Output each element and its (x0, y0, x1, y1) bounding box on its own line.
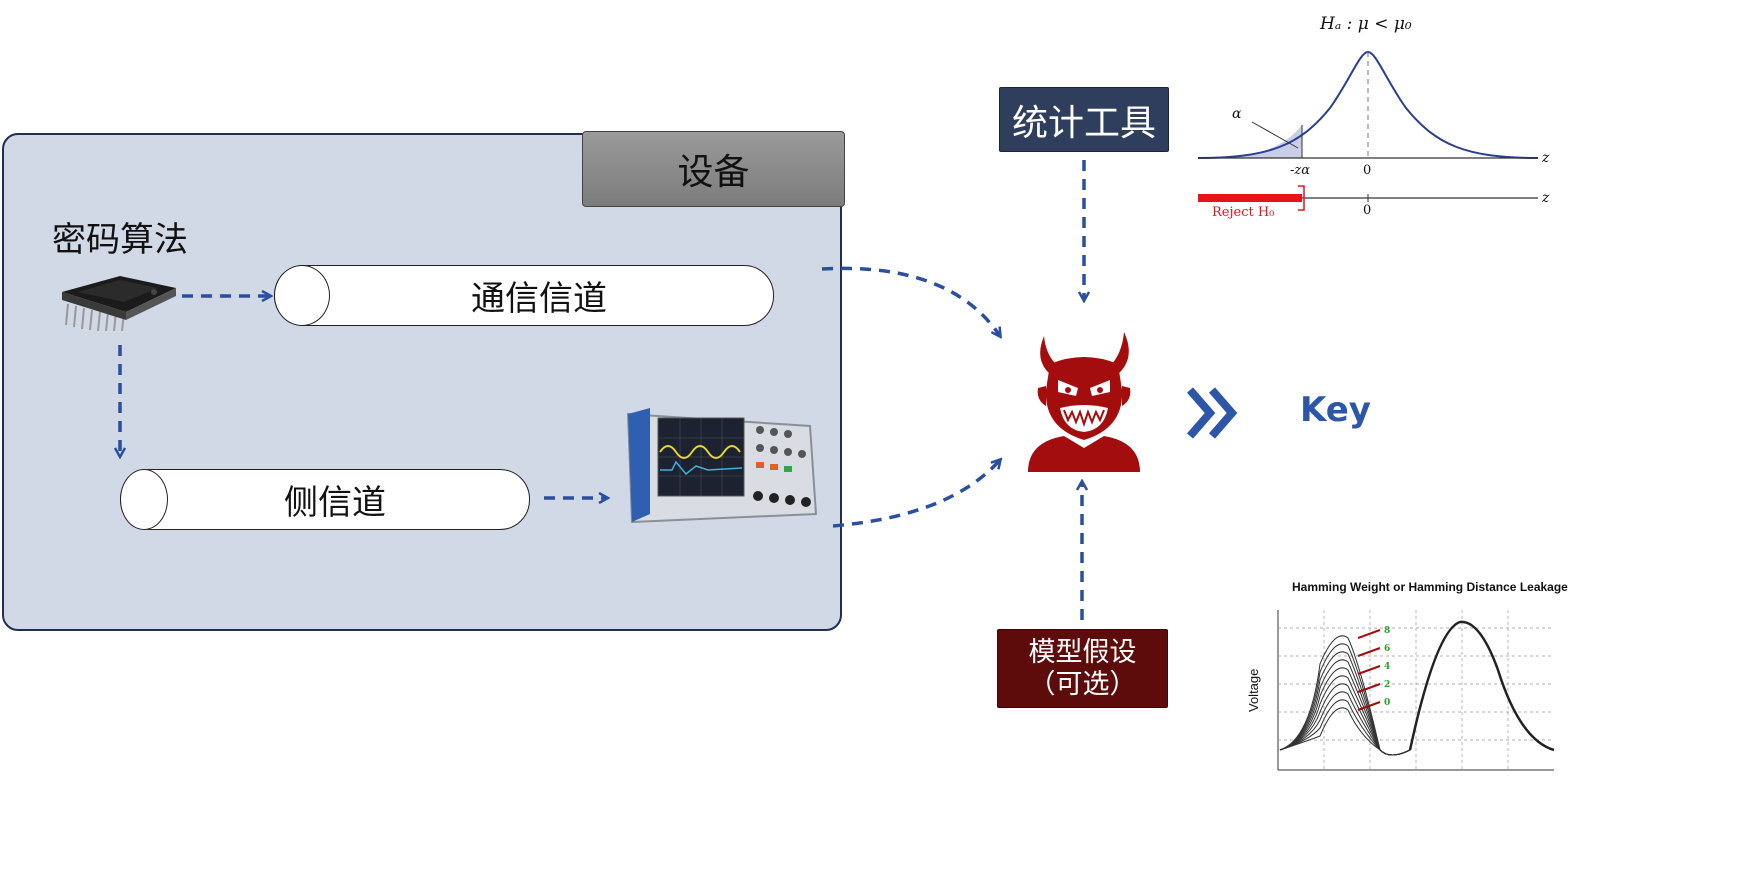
leakage-trace (1279, 683, 1411, 756)
leakage-trace (1279, 707, 1411, 756)
hamming-leakage-chart: Voltage 8 6 4 2 0 (1246, 610, 1555, 771)
crypto-algorithm-label: 密码算法 (52, 220, 188, 260)
device-container (2, 133, 842, 631)
communication-channel-pipe: 通信信道 (274, 265, 774, 326)
hw-value-label: 4 (1384, 662, 1390, 672)
comm-to-attacker-arrow (821, 266, 1000, 336)
model-assumption-box: 模型假设 （可选） (997, 629, 1168, 708)
voltage-axis-label: Voltage (1246, 669, 1261, 712)
zero-top-label: 0 (1363, 163, 1371, 178)
hw-value-label: 8 (1384, 626, 1390, 636)
pipe-end-cap (274, 265, 330, 326)
device-title: 设备 (582, 131, 845, 207)
hw-arrow (1357, 683, 1381, 693)
model-assumption-label: 模型假设 (1028, 636, 1137, 668)
hypothesis-chart-title: Hₐ : μ < μ₀ (1320, 14, 1412, 34)
leakage-chart-title: Hamming Weight or Hamming Distance Leaka… (1292, 580, 1568, 594)
pipe-end-cap (120, 469, 168, 530)
side-channel-pipe: 侧信道 (120, 469, 530, 530)
hw-arrow (1357, 629, 1381, 639)
hw-arrow (1357, 665, 1381, 675)
zero-bottom-label: 0 (1363, 203, 1371, 218)
cpu-chip-icon (62, 276, 176, 332)
z-bottom-label: z (1541, 190, 1550, 206)
statistics-tool-box: 统计工具 (999, 87, 1169, 152)
double-chevron-right-icon (1186, 387, 1238, 439)
neg-z-alpha-label: -zα (1290, 163, 1310, 178)
hw-value-label: 2 (1384, 680, 1390, 690)
side-channel-label: 侧信道 (284, 483, 386, 523)
model-optional-label: （可选） (1028, 668, 1137, 700)
rejection-region-fill (1198, 125, 1302, 158)
leakage-trace (1279, 691, 1411, 756)
z-top-label: z (1541, 150, 1550, 166)
oscilloscope-icon (626, 408, 818, 524)
hypothesis-test-chart: α -zα 0 z Reject H₀ 0 z (1197, 50, 1550, 220)
scope-to-attacker-arrow (832, 460, 1000, 528)
reject-label: Reject H₀ (1212, 205, 1274, 220)
reject-region-bar (1198, 194, 1302, 202)
hw-arrow (1357, 701, 1381, 711)
hw-arrow (1357, 647, 1381, 657)
hw-value-label: 6 (1384, 644, 1390, 654)
key-output-label: Key (1300, 390, 1371, 430)
communication-channel-label: 通信信道 (471, 279, 607, 319)
hw-value-label: 0 (1384, 698, 1390, 708)
alpha-label: α (1232, 106, 1242, 122)
devil-attacker-icon (1028, 332, 1140, 472)
